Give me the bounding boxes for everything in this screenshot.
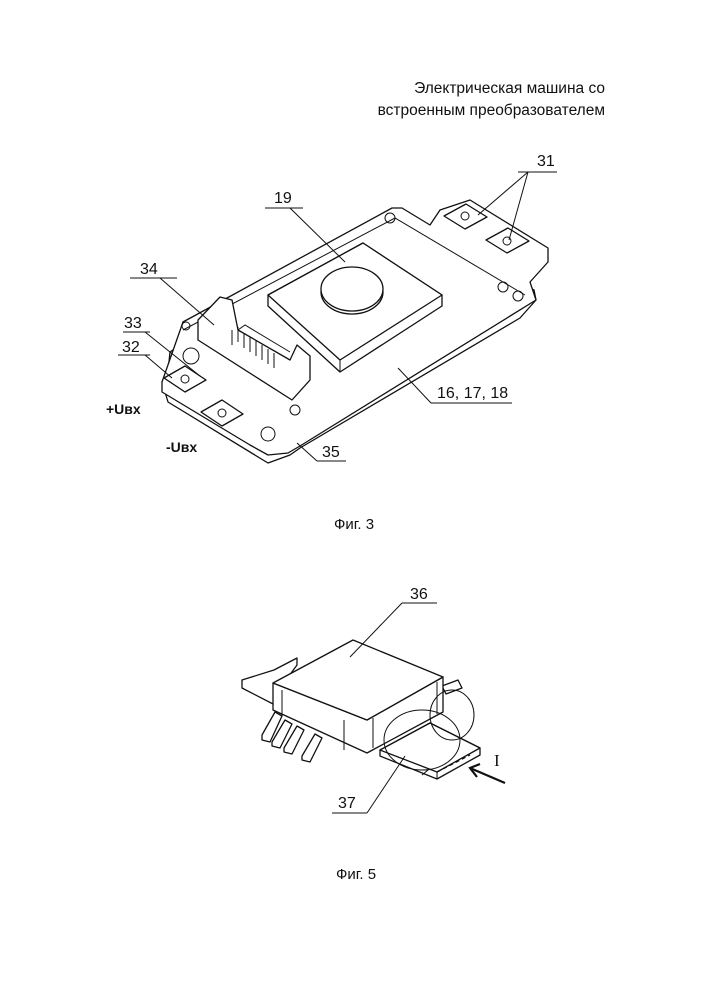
label-32: 32 [122,339,140,356]
label-19: 19 [274,190,292,207]
label-u-minus: -Uвх [166,439,197,455]
label-33: 33 [124,315,142,332]
label-34: 34 [140,261,158,278]
label-16-17-18: 16, 17, 18 [437,385,508,402]
figure-5-caption: Фиг. 5 [336,866,376,883]
label-u-plus: +Uвх [106,401,141,417]
label-35: 35 [322,444,340,461]
label-current-i: I [494,751,500,770]
label-37: 37 [338,795,356,812]
figure-3-caption: Фиг. 3 [334,516,374,533]
label-31: 31 [537,153,555,170]
label-36: 36 [410,586,428,603]
arrow-icon [470,764,505,783]
